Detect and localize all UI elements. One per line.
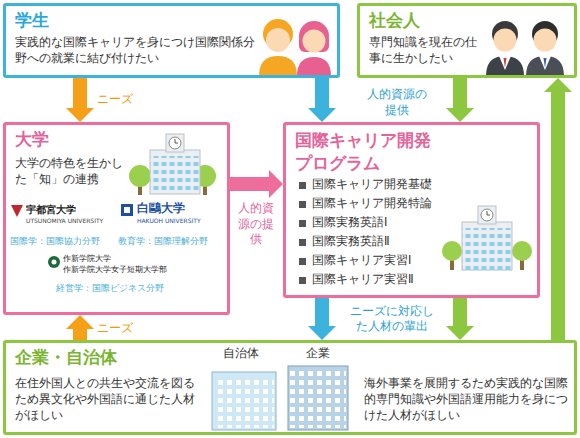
student-people — [259, 56, 297, 76]
course-item: 国際キャリア実習Ⅱ — [312, 272, 414, 288]
box-heading: 大学 — [15, 128, 49, 151]
box-body: 在住外国人との共生や交流を図るため異文化や外国語に通じた人材がほしい — [15, 375, 205, 424]
university-emblems — [11, 204, 133, 268]
office-buildings — [214, 376, 274, 428]
list-bullet — [299, 277, 306, 284]
university-emblems — [124, 207, 130, 213]
program-building — [512, 241, 532, 261]
flow-arrow — [73, 78, 87, 108]
business-people — [504, 58, 507, 68]
arrow-label: ニーズ — [96, 91, 134, 109]
program-building — [442, 241, 462, 261]
arrow-label: ニーズに対応した人材の輩出 — [345, 303, 439, 335]
business-people — [499, 56, 511, 70]
university-building — [166, 134, 184, 152]
flow-arrow — [315, 78, 329, 108]
list-bullet — [299, 239, 306, 246]
university-building — [129, 134, 216, 195]
program-building — [462, 222, 512, 270]
box-heading: 国際キャリア開発プログラム — [295, 129, 445, 175]
box-heading: 企業・自治体 — [15, 346, 117, 369]
box-body: 海外事業を展開するため実践的な国際的専門知識や外国語運用能力を身につけた人材がほ… — [364, 375, 569, 424]
business-people — [486, 21, 564, 76]
flow-arrow — [453, 298, 467, 326]
university-emblems — [11, 205, 23, 217]
list-bullet — [299, 258, 306, 265]
business-people — [544, 58, 547, 68]
course-item: 国際実務英語Ⅱ — [312, 234, 390, 250]
course-item: 国際キャリア開発基礎 — [312, 177, 432, 193]
business-people — [494, 29, 517, 52]
university-emblems — [52, 260, 57, 265]
flow-arrow — [315, 298, 329, 326]
university-emblems — [48, 256, 60, 268]
box-body: 大学の特色を生かした「知」の連携 — [15, 155, 125, 187]
flow-arrow — [73, 329, 87, 340]
university-logo-text: 宇都宮大学 — [26, 204, 76, 216]
university-emblems — [121, 204, 133, 216]
box-heading: 社会人 — [369, 9, 420, 32]
program-building — [487, 211, 490, 215]
university-building — [150, 156, 200, 194]
student-people — [266, 28, 290, 52]
program-building — [462, 228, 512, 270]
building-label: 自治体 — [223, 346, 259, 360]
course-item: 国際キャリア開発特論 — [312, 196, 432, 212]
student-people — [259, 19, 331, 76]
program-box: 国際キャリア開発プログラム国際キャリア開発基礎国際キャリア開発特論国際実務英語Ⅰ… — [283, 122, 540, 298]
student-people — [297, 57, 331, 76]
university-logo-text: UTSUNOMIYA UNIVERSITY — [26, 217, 103, 224]
university-logo-text: 作新学院大学 — [63, 254, 111, 264]
university-logo-text: HAKUOH UNIVERSITY — [137, 217, 201, 224]
box-body: 専門知識を現在の仕事に生かしたい — [369, 34, 479, 66]
field-label: 経営学：国際ビジネス分野 — [56, 283, 164, 294]
arrow-label: 人的資源の提供 — [237, 200, 275, 249]
flow-arrow — [453, 78, 467, 108]
flow-arrow — [551, 92, 565, 340]
student-people — [303, 30, 326, 53]
course-item: 国際実務英語Ⅰ — [312, 215, 387, 231]
business-people — [526, 56, 564, 76]
business-people — [486, 56, 524, 76]
business-people — [539, 56, 551, 70]
program-building — [478, 206, 496, 224]
list-bullet — [299, 220, 306, 227]
field-label: 教育学：国際理解分野 — [118, 236, 208, 247]
worker-box: 社会人専門知識を現在の仕事に生かしたい — [357, 3, 577, 78]
list-bullet — [299, 201, 306, 208]
office-buildings — [212, 366, 348, 430]
box-heading: 学生 — [15, 9, 49, 32]
university-building — [169, 137, 181, 149]
course-item: 国際キャリア実習Ⅰ — [312, 253, 411, 269]
program-building — [442, 206, 532, 270]
university-building — [129, 165, 151, 187]
box-body: 実践的な国際キャリアを身につけ国際関係分野への就業に結び付けたい — [15, 34, 255, 66]
office-buildings — [288, 366, 348, 430]
flow-arrow — [230, 177, 269, 191]
university-building — [150, 150, 200, 194]
arrow-label: ニーズ — [96, 320, 134, 338]
student-box: 学生実践的な国際キャリアを身につけ国際関係分野への就業に結び付けたい — [3, 3, 340, 78]
university-building — [175, 139, 178, 143]
university-logo-text: 作新学院大学女子短期大学部 — [63, 265, 167, 275]
field-label: 国際学：国際協力分野 — [10, 236, 100, 247]
program-building — [481, 209, 493, 221]
arrow-label: 人的資源の提供 — [366, 86, 428, 119]
building-label: 企業 — [306, 346, 330, 360]
employer-box: 企業・自治体在住外国人との共生や交流を図るため異文化や外国語に通じた人材がほしい… — [3, 340, 577, 435]
office-buildings — [212, 372, 276, 430]
office-buildings — [290, 370, 346, 428]
list-bullet — [299, 182, 306, 189]
university-logo-text: 白鷗大学 — [137, 201, 185, 215]
business-people — [534, 29, 557, 52]
